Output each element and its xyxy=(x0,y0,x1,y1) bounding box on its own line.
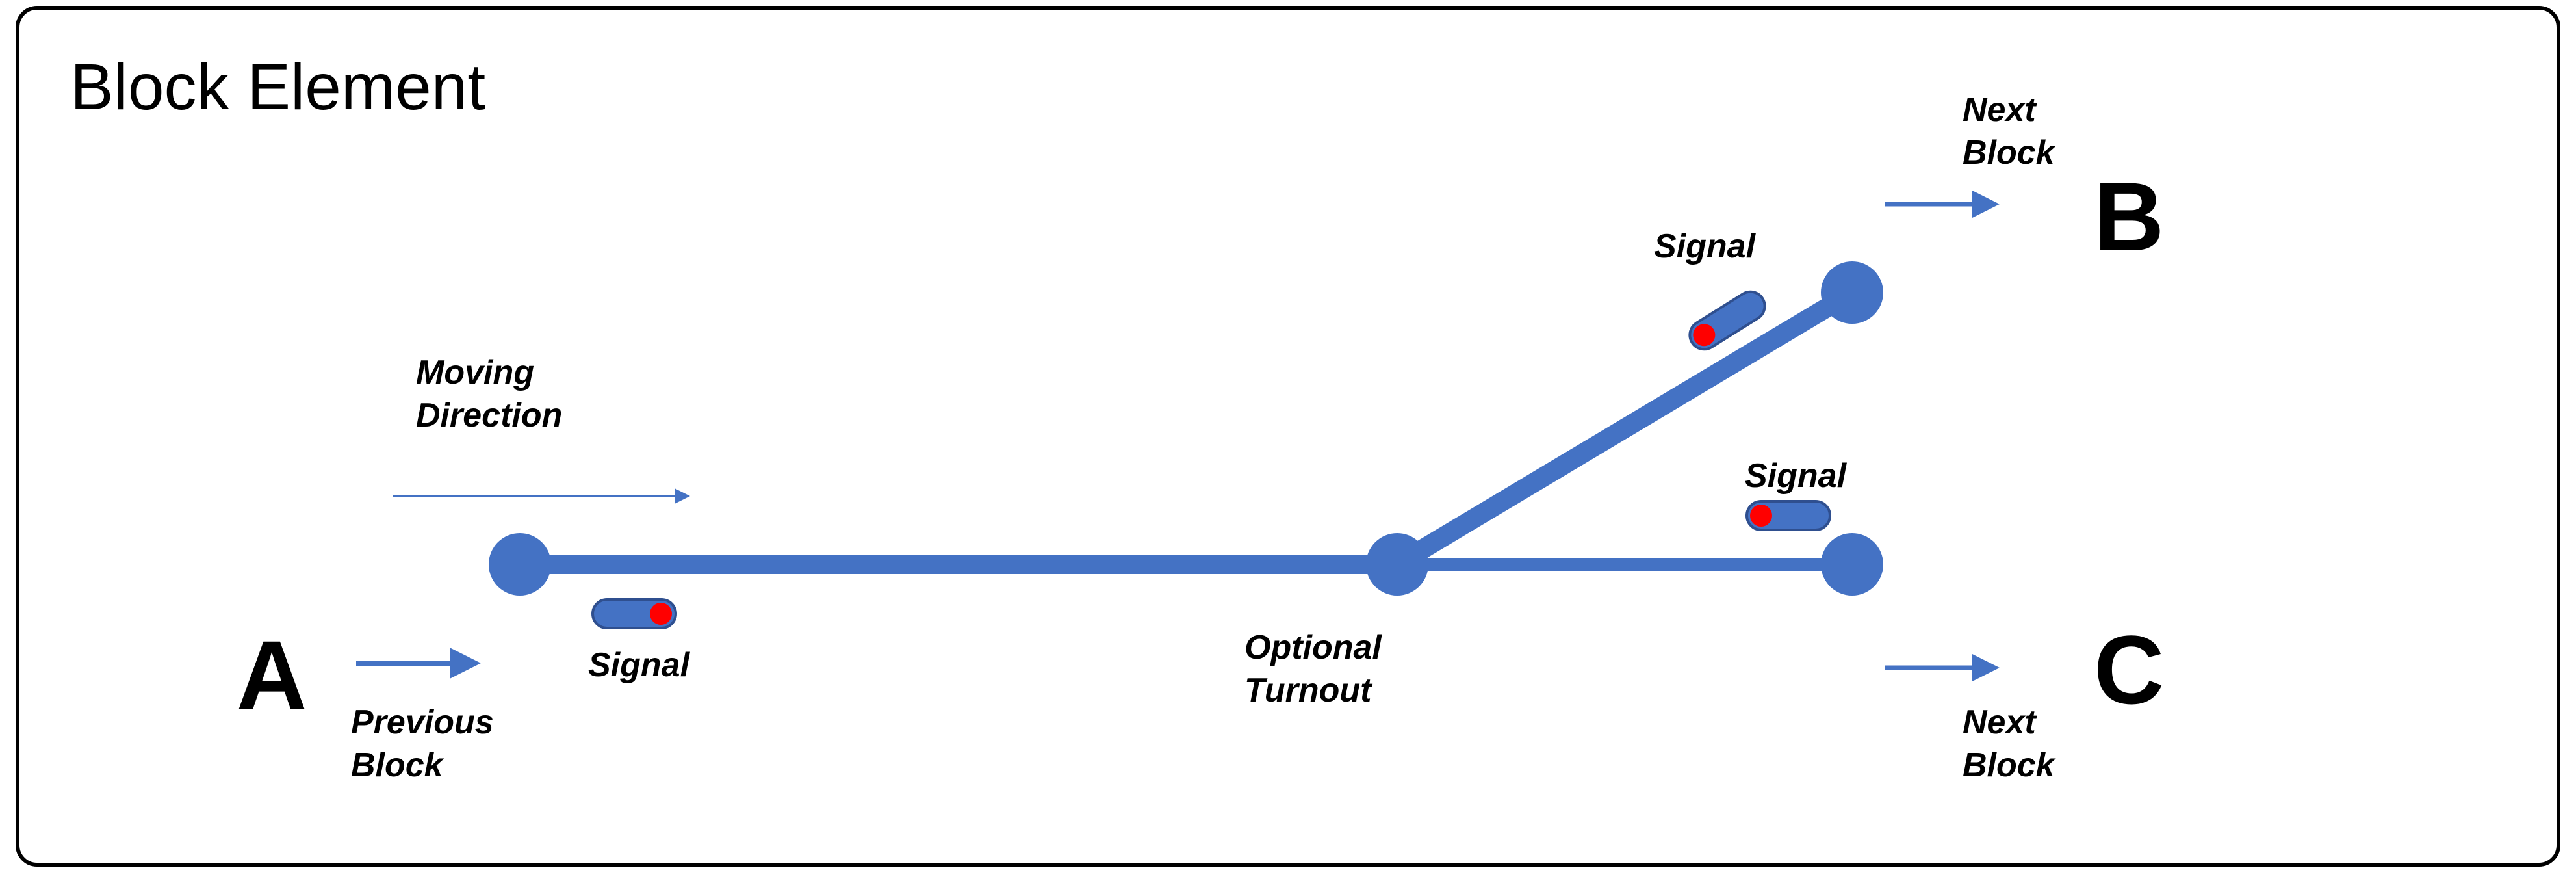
track-to-b xyxy=(1392,284,1857,573)
track-node-c xyxy=(1821,533,1883,596)
next-block-b-label-line2: Block xyxy=(1963,134,2057,172)
next-block-c-label-line1: Next xyxy=(1963,703,2037,741)
signal-b-lamp xyxy=(1693,324,1716,347)
next-block-b-label-line1: Next xyxy=(1963,91,2037,129)
previous-block-label-line2: Block xyxy=(351,746,445,784)
signal-main xyxy=(591,598,677,629)
turnout-label-line2: Turnout xyxy=(1244,672,1373,709)
track-node-b xyxy=(1821,261,1883,324)
signal-main-lamp xyxy=(650,603,672,625)
signal-c-label: Signal xyxy=(1745,457,1848,495)
turnout-node xyxy=(1366,533,1428,596)
signal-c-lamp xyxy=(1750,505,1772,527)
next-block-c-label-line2: Block xyxy=(1963,746,2057,784)
diagram-title: Block Element xyxy=(70,51,485,124)
node-label-b: B xyxy=(2094,162,2164,271)
turnout-label-line1: Optional xyxy=(1244,629,1382,666)
signal-main-label: Signal xyxy=(588,646,691,684)
diagram-frame xyxy=(16,6,2560,867)
node-label-a: A xyxy=(237,620,307,730)
track-node-start xyxy=(489,533,551,596)
moving-direction-label-line1: Moving xyxy=(416,354,534,391)
signal-b xyxy=(1688,290,1766,351)
node-label-c: C xyxy=(2094,615,2164,724)
moving-direction-label-line2: Direction xyxy=(416,397,562,434)
signal-b-label: Signal xyxy=(1654,228,1757,265)
previous-block-label-line1: Previous xyxy=(351,703,494,741)
signal-c xyxy=(1745,500,1831,531)
